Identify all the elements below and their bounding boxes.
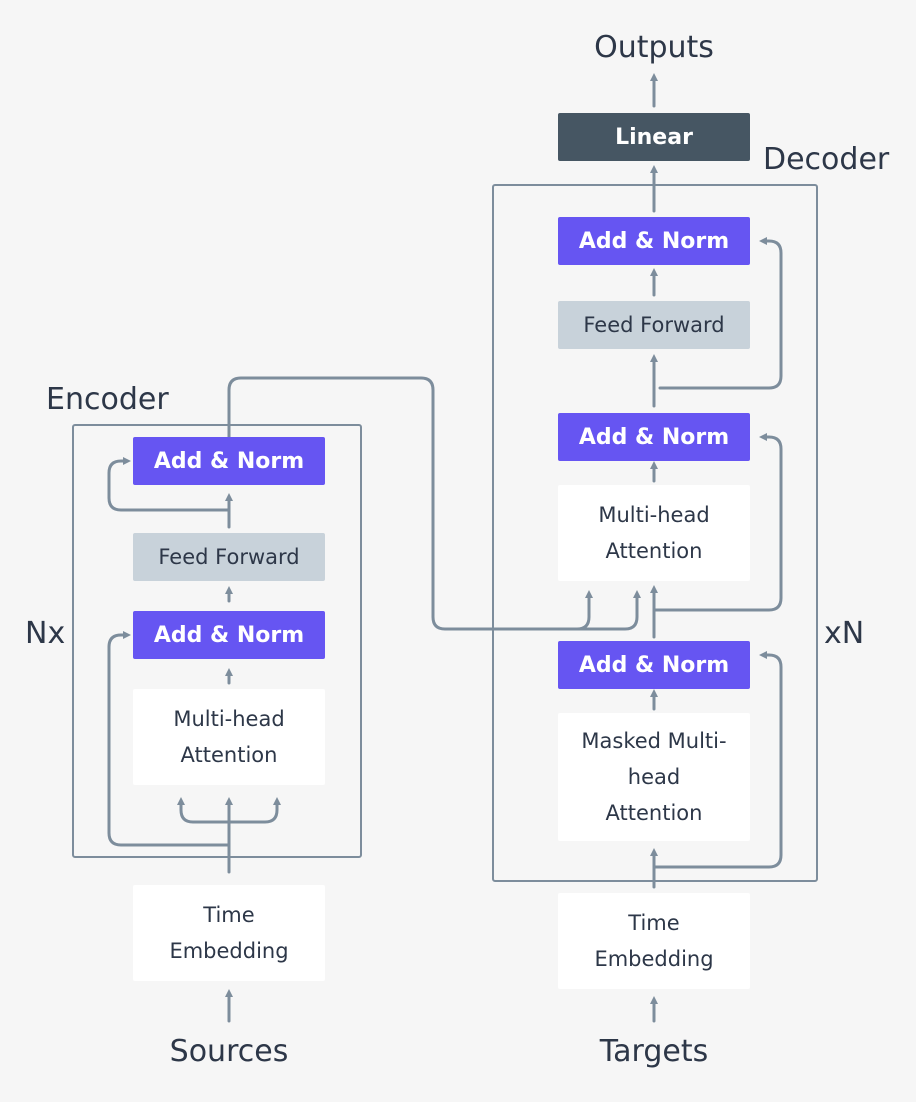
decoder-add-norm-top-label: Add & Norm bbox=[578, 228, 730, 254]
encoder-feed-forward: Feed Forward bbox=[133, 533, 325, 581]
encoder-add-norm-bottom-label: Add & Norm bbox=[153, 622, 305, 648]
encoder-embedding-line-2: Embedding bbox=[169, 939, 289, 963]
encoder-to-decoder-line bbox=[227, 376, 593, 631]
decoder-residual-1 bbox=[652, 651, 783, 869]
targets-label: Targets bbox=[599, 1034, 709, 1069]
encoder-feed-forward-label: Feed Forward bbox=[158, 545, 300, 569]
decoder-repeat-label: xN bbox=[824, 616, 865, 651]
decoder-attention-line-1: Multi-head bbox=[598, 503, 710, 527]
decoder-add-norm-middle-label: Add & Norm bbox=[578, 424, 730, 450]
encoder-attention-line-2: Attention bbox=[180, 743, 278, 767]
encoder-residual-2 bbox=[107, 457, 231, 512]
decoder-masked-multi-head-attention: Masked Multi- head Attention bbox=[558, 713, 750, 841]
decoder-feed-forward-label: Feed Forward bbox=[583, 313, 725, 337]
decoder-embedding-line-2: Embedding bbox=[594, 947, 714, 971]
encoder-embedding-line-1: Time bbox=[203, 903, 255, 927]
decoder-add-norm-middle: Add & Norm bbox=[558, 413, 750, 461]
encoder-to-decoder-branch bbox=[558, 590, 641, 631]
decoder-feed-forward: Feed Forward bbox=[558, 301, 750, 349]
decoder-add-norm-bottom: Add & Norm bbox=[558, 641, 750, 689]
decoder-embedding-line-1: Time bbox=[628, 911, 680, 935]
decoder-masked-line-2: head bbox=[627, 765, 681, 789]
sources-label: Sources bbox=[169, 1034, 289, 1069]
decoder-add-norm-top: Add & Norm bbox=[558, 217, 750, 265]
encoder-multi-head-attention: Multi-head Attention bbox=[133, 689, 325, 785]
encoder-time-embedding: Time Embedding bbox=[133, 885, 325, 981]
decoder-attention-line-2: Attention bbox=[605, 539, 703, 563]
decoder-residual-2 bbox=[652, 433, 783, 612]
decoder-add-norm-bottom-label: Add & Norm bbox=[578, 652, 730, 678]
decoder-time-embedding: Time Embedding bbox=[558, 893, 750, 989]
encoder-repeat-label: Nx bbox=[25, 616, 66, 651]
encoder-attention-split-right bbox=[227, 797, 281, 824]
encoder-title: Encoder bbox=[46, 382, 169, 417]
encoder-attention-line-1: Multi-head bbox=[173, 707, 285, 731]
outputs-label: Outputs bbox=[594, 30, 714, 65]
decoder-masked-line-1: Masked Multi- bbox=[581, 729, 727, 753]
encoder-add-norm-top: Add & Norm bbox=[133, 437, 325, 485]
encoder-frame bbox=[72, 424, 362, 858]
encoder-attention-split-left bbox=[177, 797, 231, 824]
decoder-multi-head-attention: Multi-head Attention bbox=[558, 485, 750, 581]
decoder-masked-line-3: Attention bbox=[605, 801, 703, 825]
linear-layer: Linear bbox=[558, 113, 750, 161]
decoder-title: Decoder bbox=[763, 142, 890, 177]
linear-label: Linear bbox=[615, 124, 693, 150]
encoder-add-norm-top-label: Add & Norm bbox=[153, 448, 305, 474]
decoder-residual-3 bbox=[658, 237, 783, 390]
encoder-add-norm-bottom: Add & Norm bbox=[133, 611, 325, 659]
encoder-residual-1 bbox=[107, 631, 231, 847]
